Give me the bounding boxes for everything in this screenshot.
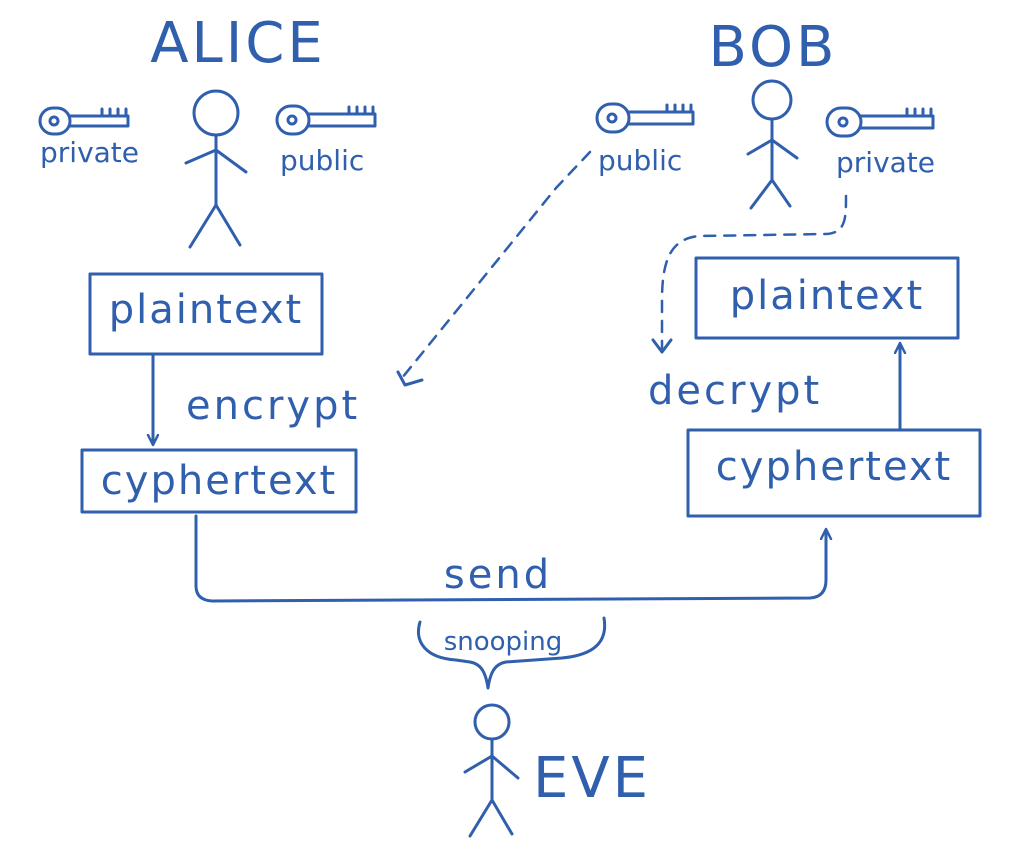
bob-cyphertext-box: [686, 428, 982, 518]
alice-public-key-label: public: [280, 144, 364, 177]
snooping-brace: [417, 616, 607, 690]
send-label: send: [444, 552, 552, 598]
bob-public-key-label: public: [598, 144, 682, 177]
public-key-arrowhead: [396, 370, 424, 387]
eve-name: EVE: [533, 746, 651, 811]
eve-figure-icon: [463, 703, 520, 838]
decrypt-label: decrypt: [648, 368, 822, 414]
bob-private-key-label: private: [836, 146, 935, 179]
bob-figure-icon: [746, 79, 799, 210]
alice-cyphertext-label: cyphertext: [101, 458, 337, 504]
alice-cyphertext-box: [80, 448, 358, 514]
bob-private-key-icon: [825, 106, 935, 138]
alice-name: ALICE: [150, 11, 326, 76]
alice-private-key-label: private: [40, 136, 139, 169]
private-key-to-decrypt-dashed-arrow: [660, 194, 848, 350]
encrypt-label: encrypt: [186, 383, 360, 429]
bob-plaintext-label: plaintext: [730, 273, 924, 319]
send-channel-line: [194, 514, 826, 603]
alice-plaintext-box: [88, 272, 324, 356]
bob-name: BOB: [709, 15, 838, 80]
alice-plaintext-label: plaintext: [109, 287, 303, 333]
public-key-to-encrypt-dashed-arrow: [400, 150, 592, 380]
bob-plaintext-box: [694, 256, 960, 340]
alice-private-key-icon: [38, 106, 130, 136]
snooping-label: snooping: [444, 627, 563, 657]
bob-cyphertext-label: cyphertext: [716, 444, 952, 490]
private-key-arrowhead: [651, 338, 673, 354]
alice-public-key-icon: [275, 104, 377, 136]
bob-public-key-icon: [595, 102, 695, 134]
alice-figure-icon: [184, 89, 248, 249]
